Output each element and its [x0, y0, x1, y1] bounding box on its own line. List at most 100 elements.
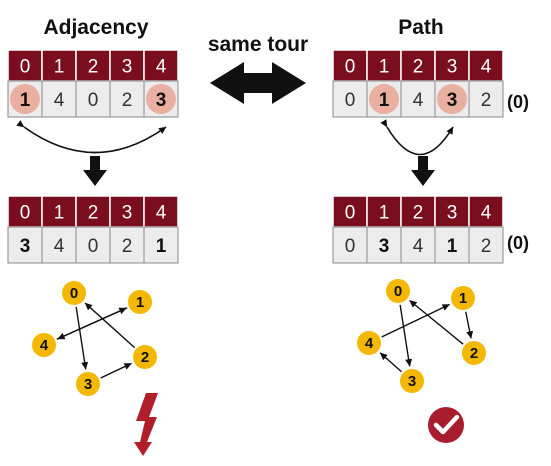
adjacency-graph-edge-2-to-0 — [84, 302, 136, 349]
adjacency-graph-node-0 — [62, 281, 86, 305]
path-down-arrow-icon — [411, 156, 435, 186]
path-before-highlight-circle — [437, 84, 467, 114]
path-before-value-cell — [468, 80, 504, 118]
path-title: Path — [398, 16, 444, 39]
path-before-value-label: 1 — [379, 90, 390, 111]
adjacency-graph-node-1 — [128, 290, 152, 314]
adjacency-graph-edge-0-to-3 — [75, 306, 89, 370]
adjacency-before-header-label: 3 — [122, 57, 133, 78]
path-graph-node-label: 0 — [394, 283, 402, 300]
adjacency-graph-node-label: 4 — [40, 337, 49, 354]
adjacency-title: Adjacency — [43, 16, 148, 39]
adjacency-before-value-cell — [109, 80, 145, 118]
double-arrow-icon — [210, 62, 306, 104]
same-tour-label: same tour — [208, 33, 308, 56]
adjacency-before-value-label: 2 — [122, 90, 133, 111]
adjacency-graph-node-label: 1 — [136, 294, 144, 311]
adjacency-graph-node-label: 0 — [70, 285, 78, 302]
path-before-value-label: 2 — [481, 90, 492, 111]
adjacency-after-header-label: 2 — [88, 203, 99, 224]
adjacency-after-value-label: 1 — [156, 236, 167, 257]
path-before-header-cell — [468, 49, 504, 82]
path-before-header-cell — [366, 49, 402, 82]
adjacency-before-value-label: 0 — [88, 90, 99, 111]
adjacency-before-highlight-circle — [146, 84, 176, 114]
path-after-value-label: 0 — [345, 236, 356, 257]
adjacency-before-value-label: 3 — [156, 90, 167, 111]
path-graph-edge-3-to-4 — [379, 352, 402, 373]
adjacency-after-value-cell — [109, 226, 145, 264]
path-after-value-cell — [332, 226, 368, 264]
path-before-header-label: 0 — [345, 57, 356, 78]
adjacency-graph-node-label: 2 — [141, 349, 149, 366]
adjacency-after-value-label: 0 — [88, 236, 99, 257]
path-graph-node-1 — [451, 286, 475, 310]
adjacency-graph-edge-4-to-1 — [56, 307, 127, 340]
adjacency-after-value-cell — [7, 226, 43, 264]
adjacency-before-highlight-circle — [10, 84, 40, 114]
adjacency-graph-node-label: 3 — [84, 376, 92, 393]
adjacency-after-header-label: 4 — [156, 203, 167, 224]
adjacency-after-header-label: 1 — [54, 203, 65, 224]
adjacency-after-table: 0 1 2 3 4 3 4 0 2 1 — [7, 195, 179, 264]
path-graph-node-4 — [357, 331, 381, 355]
path-graph-edge-4-to-1 — [381, 303, 450, 338]
path-after-value-cell — [366, 226, 402, 264]
path-before-highlight-circle — [369, 84, 399, 114]
adjacency-after-value-label: 3 — [20, 236, 31, 257]
path-after-value-label: 3 — [379, 236, 390, 257]
path-after-suffix: (0) — [507, 233, 529, 253]
path-after-value-label: 1 — [447, 236, 458, 257]
path-before-value-cell — [332, 80, 368, 118]
path-graph-node-2 — [462, 341, 486, 365]
path-before-header-label: 2 — [413, 57, 424, 78]
path-graph-node-3 — [400, 369, 424, 393]
path-before-suffix: (0) — [507, 92, 529, 112]
adjacency-before-header-label: 1 — [54, 57, 65, 78]
adjacency-before-header-label: 0 — [20, 57, 31, 78]
adjacency-before-header-label: 2 — [88, 57, 99, 78]
path-before-value-label: 4 — [413, 90, 424, 111]
adjacency-after-value-cell — [143, 226, 179, 264]
lightning-bolt-icon — [134, 393, 158, 456]
adjacency-swap-arc — [16, 120, 167, 154]
adjacency-after-value-label: 4 — [54, 236, 65, 257]
path-after-header-label: 4 — [481, 203, 492, 224]
path-graph-node-label: 3 — [408, 373, 416, 390]
path-after-header-label: 0 — [345, 203, 356, 224]
adjacency-graph-edge-3-to-2 — [100, 362, 132, 379]
path-swap-arc — [380, 119, 454, 156]
path-before-header-label: 3 — [447, 57, 458, 78]
path-after-value-label: 2 — [481, 236, 492, 257]
adjacency-after-header-cell — [41, 195, 77, 228]
adjacency-after-value-cell — [75, 226, 111, 264]
adjacency-after-header-cell — [7, 195, 43, 228]
adjacency-before-value-label: 4 — [54, 90, 65, 111]
path-graph-edge-2-to-0 — [409, 299, 464, 345]
path-before-value-label: 0 — [345, 90, 356, 111]
adjacency-down-arrow-icon — [83, 156, 107, 186]
path-before-header-label: 4 — [481, 57, 492, 78]
path-after-header-label: 1 — [379, 203, 390, 224]
adjacency-after-header-label: 0 — [20, 203, 31, 224]
path-after-header-label: 2 — [413, 203, 424, 224]
adjacency-before-header-label: 4 — [156, 57, 167, 78]
adjacency-after-header-label: 3 — [122, 203, 133, 224]
path-graph-edge-1-to-2 — [465, 311, 474, 339]
path-graph-node-label: 2 — [470, 345, 478, 362]
adjacency-after-value-cell — [41, 226, 77, 264]
path-after-value-cell — [468, 226, 504, 264]
path-before-value-label: 3 — [447, 90, 458, 111]
path-after-value-cell — [434, 226, 470, 264]
adjacency-graph-node-3 — [76, 372, 100, 396]
path-before-value-cell — [400, 80, 436, 118]
adjacency-after-value-label: 2 — [122, 236, 133, 257]
adjacency-before-value-cell — [41, 80, 77, 118]
path-after-header-label: 3 — [447, 203, 458, 224]
adjacency-graph: 0 1 2 3 4 — [32, 281, 157, 396]
path-graph-edge-0-to-3 — [399, 304, 413, 367]
